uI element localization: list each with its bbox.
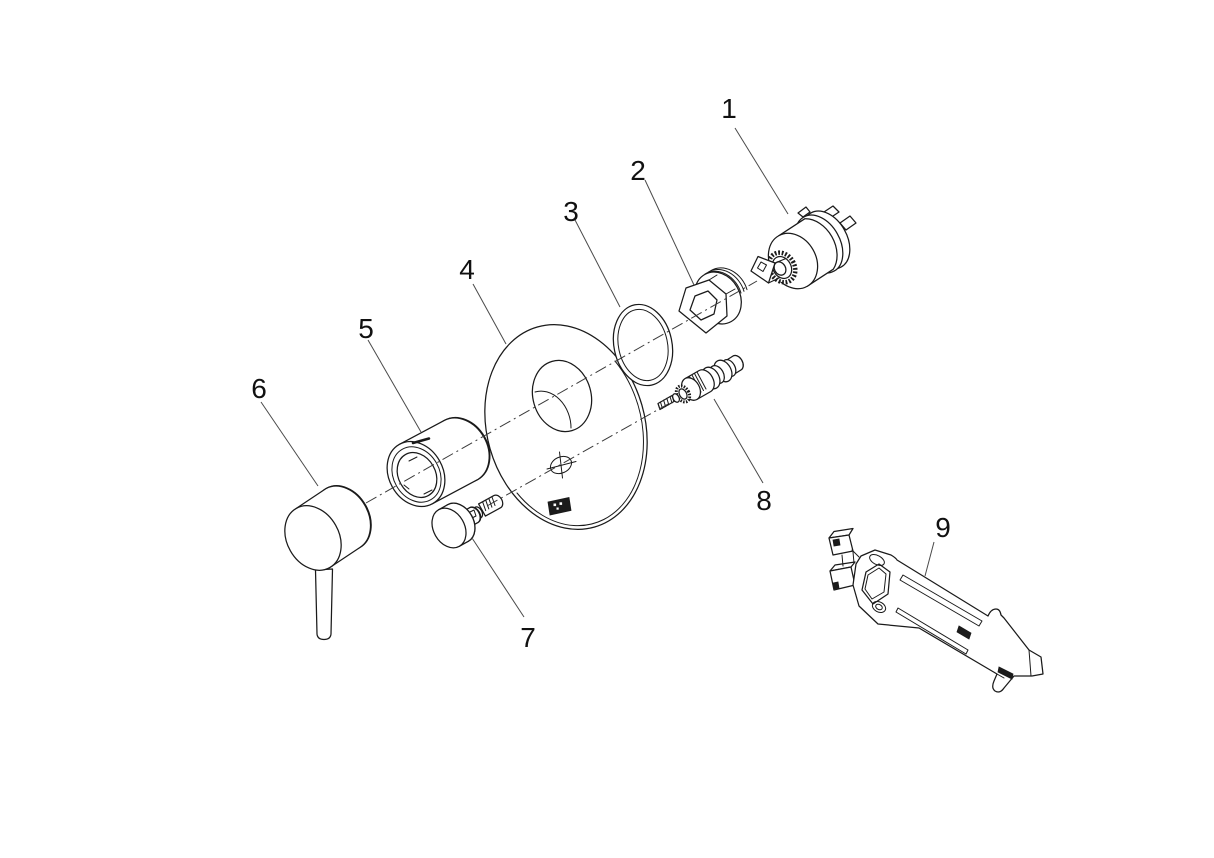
leader-line-7 xyxy=(471,537,525,618)
leader-line-9 xyxy=(924,541,935,577)
part-8-diverter-cartridge xyxy=(657,354,744,411)
part-label-6: 6 xyxy=(251,373,267,404)
part-1-mixer-cartridge xyxy=(750,205,857,290)
leader-line-8 xyxy=(713,398,764,484)
brand-badge xyxy=(547,497,572,516)
leader-line-1 xyxy=(734,127,789,215)
part-label-5: 5 xyxy=(358,313,374,344)
part-5-handle-sleeve xyxy=(386,416,491,508)
part-2-cartridge-nut xyxy=(678,267,748,334)
part-label-9: 9 xyxy=(935,512,951,543)
part-6-lever-handle xyxy=(284,485,372,641)
leader-line-3 xyxy=(573,217,621,308)
part-label-3: 3 xyxy=(563,196,579,227)
part-label-8: 8 xyxy=(756,485,772,516)
part-4-escutcheon-plate xyxy=(484,324,648,530)
leader-lines xyxy=(260,127,935,618)
part-label-1: 1 xyxy=(721,93,737,124)
leader-line-6 xyxy=(260,401,319,487)
part-3-o-ring xyxy=(612,303,674,387)
leader-line-2 xyxy=(644,179,695,286)
screw-hole xyxy=(546,451,577,479)
part-label-2: 2 xyxy=(630,155,646,186)
leader-line-5 xyxy=(367,339,422,433)
part-label-7: 7 xyxy=(520,622,536,653)
centerlines xyxy=(365,280,758,507)
part-7-push-button xyxy=(431,494,504,549)
part-labels: 1 2 3 4 5 6 7 8 9 xyxy=(251,93,951,653)
part-label-4: 4 xyxy=(459,254,475,285)
part-9-service-wrench-tool xyxy=(828,527,1044,693)
centerline-main xyxy=(365,280,758,504)
leader-line-4 xyxy=(472,283,507,345)
